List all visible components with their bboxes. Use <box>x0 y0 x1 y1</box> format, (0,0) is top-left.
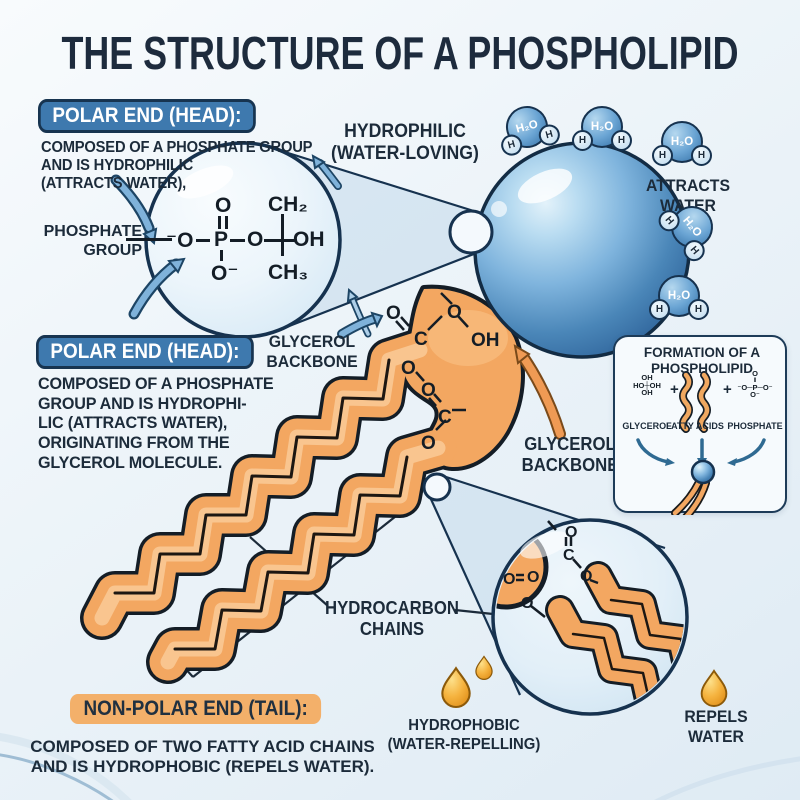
water-h-sphere: H <box>611 130 632 151</box>
oil-droplets <box>441 655 728 709</box>
water-h-sphere: H <box>649 299 670 320</box>
atom-o-neg-left: ⁻O <box>166 229 194 252</box>
atom-o-top: O <box>215 194 232 217</box>
atom-p: P <box>214 228 229 251</box>
magnifier-source-dot-bottom <box>422 472 452 502</box>
polar-head-desc-mid: COMPOSED OF A PHOSPHATE GROUP AND IS HYD… <box>38 374 274 472</box>
water-h-sphere: H <box>691 145 712 166</box>
glycerol-backbone-label-left: GLYCEROL BACKBONE <box>266 332 358 371</box>
nonpolar-tail-pill: NON-POLAR END (TAIL): <box>70 694 322 724</box>
bond-line <box>264 239 295 242</box>
polar-head-pill-mid: POLAR END (HEAD): <box>36 335 254 369</box>
glycerol-bond-lines <box>395 292 469 431</box>
bond-line <box>281 214 284 256</box>
pointer-arrows <box>110 154 566 440</box>
hydrophobic-label: HYDROPHOBIC (WATER-REPELLING) <box>387 717 541 753</box>
hydrophilic-label: HYDROPHILIC (WATER-LOVING) <box>331 121 479 165</box>
bond-line <box>225 216 228 229</box>
inset-label-glycerol: GLYCEROL <box>622 421 672 431</box>
nonpolar-tail-desc: COMPOSED OF TWO FATTY ACID CHAINS AND IS… <box>30 737 375 776</box>
bond-line <box>218 216 221 229</box>
magnifier-source-dot-top <box>448 209 494 255</box>
inset-title: FORMATION OF A PHOSPHOLIPID <box>643 345 761 376</box>
water-h-sphere: H <box>652 145 673 166</box>
inset-label-phosphate: PHOSPHATE <box>727 421 783 431</box>
plus-sign: + <box>723 381 732 398</box>
water-h-sphere: H <box>572 130 593 151</box>
atom-ch3: CH₃ <box>268 261 309 284</box>
repels-water-label: REPELS WATER <box>684 707 748 746</box>
polar-head-desc-top: COMPOSED OF A PHOSPHATE GROUP AND IS HYD… <box>41 139 313 192</box>
water-h-sphere: H <box>688 299 709 320</box>
fatty-acid-tails <box>80 284 525 684</box>
phosphate-group-connector <box>126 238 172 241</box>
glycerol-backbone-label-right: GLYCEROL BACKBONE <box>521 434 619 475</box>
atom-o-mid: O <box>247 228 264 251</box>
bond-line <box>220 250 223 261</box>
hydrocarbon-chains-label: HYDROCARBON CHAINS <box>325 598 459 639</box>
water-o-sphere: H₂O <box>581 106 623 148</box>
phosphate-group-label: PHOSPHATE GROUP <box>43 223 142 259</box>
page-title: THE STRUCTURE OF A PHOSPHOLIPID <box>61 27 739 79</box>
bond-line <box>230 239 245 242</box>
inset-label-fatty-acids: FATTY ACIDS <box>666 421 724 431</box>
plus-sign: + <box>670 381 679 398</box>
bond-line <box>196 239 210 242</box>
inset-phosphate-structure: O ‖ ⁻O─P─O⁻ O⁻ <box>737 369 773 399</box>
formation-inset-box: FORMATION OF A PHOSPHOLIPID OH HO┼OH OH … <box>613 335 787 515</box>
atom-oh: OH <box>293 228 325 251</box>
atom-ch2: CH₂ <box>268 193 308 216</box>
inset-glycerol-structure: OH HO┼OH OH <box>633 373 661 397</box>
formation-inset-art <box>636 371 766 515</box>
polar-head-pill-top: POLAR END (HEAD): <box>38 99 256 133</box>
atom-o-neg-bottom: O⁻ <box>211 262 239 285</box>
